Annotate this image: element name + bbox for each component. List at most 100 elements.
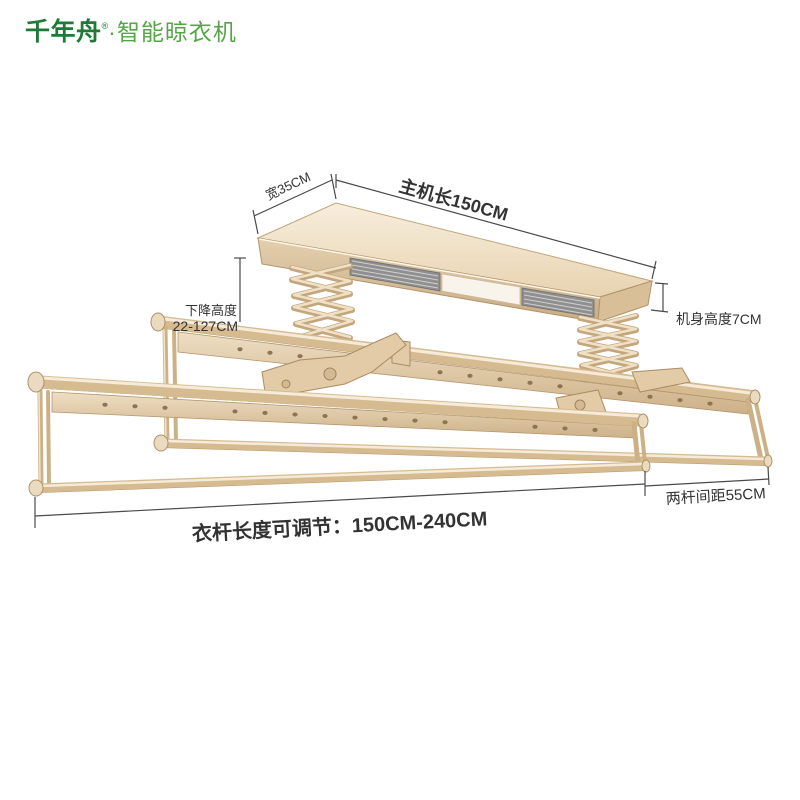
mounting-hole bbox=[102, 402, 108, 407]
bracket-joint bbox=[281, 379, 291, 389]
vent-slat bbox=[523, 298, 593, 312]
dimension-line bbox=[335, 179, 657, 269]
scissor-arm-left bbox=[289, 263, 355, 341]
extension-line bbox=[767, 466, 770, 486]
lower-front-rod bbox=[33, 461, 649, 493]
frame-rail bbox=[631, 421, 641, 467]
mounting-hole bbox=[437, 370, 443, 375]
right-back-frame bbox=[745, 397, 770, 462]
rod-highlight bbox=[38, 462, 644, 488]
rod-holes bbox=[102, 402, 598, 432]
extension-line bbox=[252, 209, 259, 235]
scissor-strip-highlight bbox=[290, 265, 354, 339]
mounting-hole bbox=[322, 414, 328, 418]
frame-rail bbox=[753, 397, 770, 460]
mounting-hole bbox=[237, 347, 243, 352]
mounting-hole bbox=[677, 398, 683, 403]
rod-length-label: 衣杆长度可调节：150CM-240CM bbox=[191, 506, 487, 545]
end-cap bbox=[28, 479, 44, 497]
frame-highlight bbox=[38, 391, 41, 485]
scissor-strip-highlight bbox=[290, 263, 354, 339]
dimension-line bbox=[34, 483, 646, 517]
scissor-arm-right bbox=[577, 313, 639, 383]
registered-mark: ® bbox=[101, 21, 109, 31]
vent-grille-right bbox=[521, 287, 595, 318]
frame-rail bbox=[37, 387, 44, 489]
vent-grille-panel bbox=[349, 257, 441, 292]
host-unit bbox=[256, 202, 654, 323]
mounting-hole bbox=[497, 377, 503, 382]
vent-slat bbox=[523, 302, 593, 316]
end-cap bbox=[749, 389, 761, 405]
width-dimension-label: 宽35CM bbox=[263, 169, 313, 203]
mounting-hole bbox=[647, 394, 653, 399]
rod-length-dimension: 衣杆长度可调节：150CM-240CM bbox=[34, 483, 646, 546]
extension-line bbox=[654, 282, 669, 285]
vent-grille-left bbox=[349, 257, 441, 292]
drop-height-value: 22-127CM bbox=[173, 318, 238, 334]
rod-tube bbox=[33, 461, 649, 493]
rod-spacing-label: 两杆间距55CM bbox=[665, 485, 766, 508]
scissor-strip-highlight bbox=[578, 313, 638, 381]
vent-slat bbox=[351, 260, 439, 277]
extension-line bbox=[651, 260, 657, 280]
mounting-hole bbox=[162, 405, 168, 410]
mounting-hole bbox=[292, 412, 298, 417]
bracket-joint bbox=[574, 399, 586, 411]
mounting-hole bbox=[707, 401, 713, 406]
mounting-hole bbox=[467, 373, 473, 378]
mounting-hole bbox=[412, 418, 418, 423]
mounting-hole bbox=[557, 384, 563, 389]
vent-slat bbox=[351, 264, 439, 281]
mounting-hole bbox=[267, 350, 273, 355]
led-light-panel bbox=[441, 273, 521, 306]
frame-rail bbox=[46, 390, 51, 488]
host-edge-highlight bbox=[258, 238, 601, 299]
drop-height-dimension: 下降高度 22-127CM bbox=[173, 257, 246, 334]
rod-end-caps bbox=[27, 312, 773, 497]
left-outer-frame bbox=[37, 387, 51, 489]
frame-rail bbox=[639, 422, 647, 465]
host-length-label: 主机长150CM bbox=[397, 175, 511, 225]
mounting-hole bbox=[232, 409, 238, 414]
mounting-hole bbox=[262, 410, 268, 415]
brand-logo: 千年舟®·智能晾衣机 bbox=[25, 15, 237, 49]
bracket-joint bbox=[323, 367, 337, 381]
vent-slat bbox=[523, 294, 593, 308]
mounting-hole bbox=[532, 424, 538, 429]
rod-highlight bbox=[163, 439, 766, 461]
extension-line bbox=[650, 309, 669, 313]
mounting-hole bbox=[297, 354, 303, 359]
upper-front-rod bbox=[33, 375, 647, 439]
extension-line bbox=[330, 173, 337, 200]
mounting-hole bbox=[562, 426, 568, 431]
vent-grille-panel bbox=[521, 287, 595, 318]
mounting-hole bbox=[442, 420, 448, 425]
drop-height-label: 下降高度 bbox=[185, 303, 237, 318]
mounting-hole bbox=[592, 427, 598, 432]
end-cap bbox=[763, 454, 773, 468]
bracket-arm bbox=[631, 367, 691, 393]
mounting-hole bbox=[352, 415, 358, 420]
body-height-dimension: 机身高度7CM bbox=[650, 282, 762, 327]
lower-back-rod bbox=[158, 438, 771, 466]
end-cap bbox=[150, 312, 166, 332]
mounting-hole bbox=[132, 404, 138, 409]
brand-product-name: ·智能晾衣机 bbox=[108, 19, 237, 45]
brand-name: 千年舟 bbox=[25, 18, 102, 46]
right-front-frame bbox=[631, 421, 647, 467]
mounting-hole bbox=[382, 417, 388, 422]
body-height-label: 机身高度7CM bbox=[676, 311, 762, 327]
mounting-hole bbox=[617, 391, 623, 396]
end-cap bbox=[637, 413, 649, 429]
rod-spacing-dimension: 两杆间距55CM bbox=[644, 466, 770, 508]
end-cap bbox=[27, 371, 45, 393]
rod-plate bbox=[177, 331, 749, 415]
vent-slat bbox=[523, 290, 593, 304]
dimension-line bbox=[253, 179, 333, 217]
end-cap bbox=[641, 459, 651, 473]
host-end-face bbox=[597, 280, 653, 323]
mounting-hole bbox=[527, 380, 533, 385]
